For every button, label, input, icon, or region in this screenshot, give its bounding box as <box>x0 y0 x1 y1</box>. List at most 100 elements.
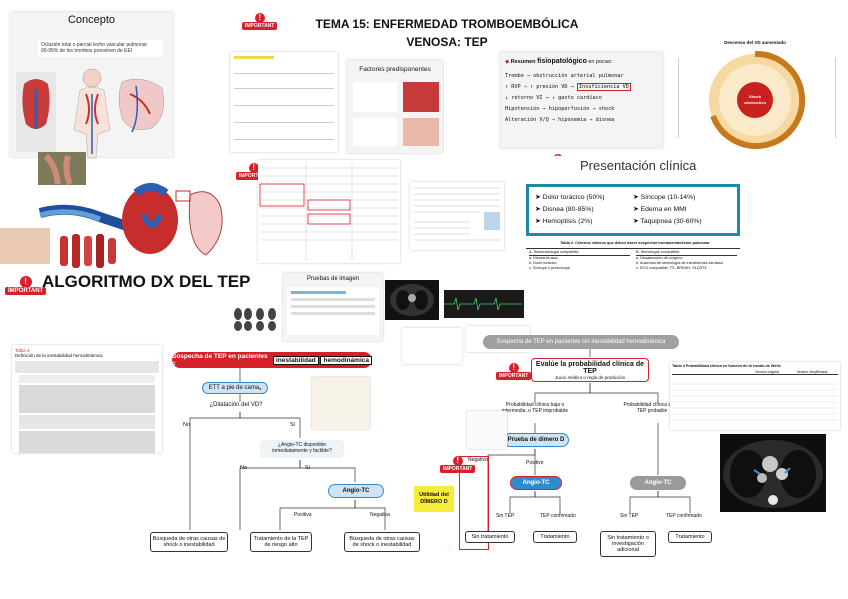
criteria-col-b: B. Semiología compatible: <box>636 250 737 256</box>
concepto-bullet: 90-95% de los trombos provienen de EEI <box>41 48 133 55</box>
tabla4-subtitle: Definición de la inestabilidad hemodinám… <box>15 353 103 358</box>
concepto-card: Concepto Oclusión total o parcial lecho … <box>10 12 173 159</box>
prob-alta-node: Probabilidad clínica alta o TEP probable <box>623 402 681 414</box>
dimero-node: Prueba de dímero D <box>503 433 569 447</box>
vessel-strip-illustration <box>60 234 116 268</box>
busqueda-node-1: Búsqueda de otras causas de shock o ines… <box>150 532 228 552</box>
criteria-b-item: b. Ausencia de semiología de insuficienc… <box>636 261 723 265</box>
flow-left-positiva: Positiva <box>294 512 312 518</box>
angio-tc-node-right-2: Angio-TC <box>630 476 686 490</box>
sin-tratamiento-node: Sin tratamiento <box>465 531 515 543</box>
criteria-a-item: b. Dolor torácico <box>529 261 557 265</box>
criteria-table: A. Sintomatología compatible: a. Disnea … <box>526 248 740 284</box>
fisiopato-line: ↑ RVP → ↑ presión VD → Insuficiencia VD <box>505 83 631 91</box>
concepto-bullet-box: Oclusión total o parcial lecho vascular … <box>38 40 163 57</box>
tabla-prob-title: Tabla 4 Probabilidad clínica en función … <box>672 364 781 368</box>
ecg-thumbnail <box>444 290 524 318</box>
tep-confirmado-2: TEP confirmado <box>666 513 702 519</box>
fisiopato-title-suffix: en pocas: <box>588 59 613 65</box>
evalue-text: Evalúe la probabilidad clínica de TEP <box>535 361 645 375</box>
ct-scan-thumbnail <box>385 280 439 320</box>
presentacion-card: Presentación clínica ➤ Dolor torácico (5… <box>520 156 746 286</box>
main-title-line2: VENOSA: TEP <box>406 35 488 49</box>
flow-left-header-a: Sospecha de TEP en pacientes c <box>172 353 268 367</box>
flow-left-no: No <box>183 422 191 428</box>
symptom-item: ➤ Disnea (80-85%) <box>535 206 594 213</box>
tabla-prob-col: Versión original <box>755 370 779 374</box>
negativo-highlight-box <box>459 456 489 550</box>
document-thumbnail <box>410 182 504 250</box>
fisiopato-title-prefix: Resumen <box>510 59 536 65</box>
angio-tc-node-left: Angio-TC <box>328 484 384 498</box>
fisiopato-card: ◆ Resumen fisiopatológico en pocas: Trom… <box>500 52 663 148</box>
criteria-a-item: a. Disnea brusca. <box>529 256 559 260</box>
tabla-prob-col <box>672 370 755 374</box>
concepto-bullet: Oclusión total o parcial lecho vascular … <box>41 42 148 48</box>
circulo-label-left <box>678 58 704 138</box>
criteria-col-a: A. Sintomatología compatible: <box>529 250 630 256</box>
angio-tc-node-right-1: Angio-TC <box>510 476 562 490</box>
criteria-a-item: c. Síncope o presíncope <box>529 266 570 270</box>
tratamiento-node: Tratamiento de la TEP de riesgo alto <box>250 532 312 552</box>
symptom-item: ➤ Síncope (10-14%) <box>633 194 696 201</box>
symptom-item: ➤ Hemoptisis (2%) <box>535 218 593 225</box>
tratamiento-node-1: Tratamiento <box>533 531 577 543</box>
anatomy-illustration <box>16 68 164 159</box>
fisiopato-line: Hipotensión → hipoperfusión → shock <box>505 106 615 112</box>
fisiopato-title-bold: fisiopatológico <box>537 58 587 65</box>
sin-tep-2: Sin TEP <box>620 513 639 519</box>
document-thumbnail <box>467 411 507 449</box>
flow-left-header-c: hemodinámica <box>320 355 372 365</box>
tep-confirmado-1: TEP confirmado <box>540 513 576 519</box>
symptom-item: ➤ Edema en MMI <box>633 206 687 213</box>
busqueda-node-2: Búsqueda de otras causas de shock o ines… <box>344 532 420 552</box>
leg-photo-2 <box>0 228 50 264</box>
sin-tep-1: Sin TEP <box>496 513 515 519</box>
sin-tratamiento-node-2: Sin tratamiento o investigación adiciona… <box>600 531 656 557</box>
utilidad-note: Utilidad del DÍMERO D <box>414 486 454 512</box>
algoritmo-title: ALGORITMO DX DEL TEP <box>42 272 251 291</box>
tabla-prob-card: Tabla 4 Probabilidad clínica en función … <box>670 362 840 430</box>
fisiopato-line: ↓ retorno VI → ↓ gasto cardíaco <box>505 95 602 101</box>
factores-title: Factores predisponentes <box>359 66 431 73</box>
tratamiento-node-2: Tratamiento <box>668 531 712 543</box>
circulo-title: Descenso del VD aumentado <box>724 40 786 45</box>
evalue-subtext: Juicio médico o regla de predicción <box>554 375 626 380</box>
pruebas-title: Pruebas de imagen <box>306 276 360 282</box>
rv-failure-circle-diagram: Shock obstructivo <box>709 50 806 149</box>
fisiopato-title: ◆ Resumen fisiopatológico en pocas: <box>505 58 613 65</box>
main-title-line1: TEMA 15: ENFERMEDAD TROMBOEMBÓLICA <box>315 17 579 31</box>
flow-left-connectors <box>189 368 386 530</box>
important-badge: !IMPORTANT <box>496 363 532 380</box>
main-title: TEMA 15: ENFERMEDAD TROMBOEMBÓLICA VENOS… <box>282 15 612 51</box>
criteria-table-title: Tabla 2. Criterios clínicos que deben ha… <box>560 241 710 245</box>
factores-card: Factores predisponentes <box>347 60 443 153</box>
flow-left-header: Sospecha de TEP en pacientes c inestabil… <box>172 352 372 368</box>
fisiopato-line: Alteración V/Q → hipoxemia → disnea <box>505 117 615 123</box>
flow-right-positivo: Positivo <box>526 460 544 466</box>
document-thumbnail <box>402 328 462 364</box>
symptom-item: ➤ Taquipnea (30-60%) <box>633 218 702 225</box>
criteria-b-item: a. Desaturación de oxígeno <box>636 256 683 260</box>
dilatacion-node: ¿Dilatación del VD? <box>209 402 263 408</box>
document-thumbnail <box>312 377 370 429</box>
leg-photo <box>38 152 86 186</box>
lung-scan-strip <box>232 306 282 332</box>
tabla-prob-col: Versión simplificada <box>796 370 828 374</box>
prob-baja-node: Probabilidad clínica baja o intermedia, … <box>502 402 568 414</box>
presentacion-box: ➤ Dolor torácico (50%) ➤ Disnea (80-85%)… <box>526 184 740 236</box>
pruebas-card: Pruebas de imagen <box>283 273 383 341</box>
important-label: IMPORTANT <box>242 22 278 30</box>
circulo-label-right <box>806 58 836 138</box>
presentacion-title: Presentación clínica <box>580 158 697 173</box>
flow-right-connectors <box>487 349 691 533</box>
flow-right-negativo: Negativo <box>468 457 488 463</box>
flow-right-header: Sospecha de TEP en pacientes sin inestab… <box>483 335 679 349</box>
svg-text:Shock: Shock <box>749 94 762 99</box>
flow-left-si: Sí <box>290 422 296 428</box>
risk-table-thumbnail <box>258 160 400 263</box>
document-thumbnail <box>230 52 338 152</box>
criteria-b-item: c. ECG compatible: TS, BRDHH, S1Q3T3 <box>636 266 707 270</box>
important-badge: !IMPORTANT <box>5 276 47 295</box>
evalue-node: Evalúe la probabilidad clínica de TEP Ju… <box>531 358 649 382</box>
